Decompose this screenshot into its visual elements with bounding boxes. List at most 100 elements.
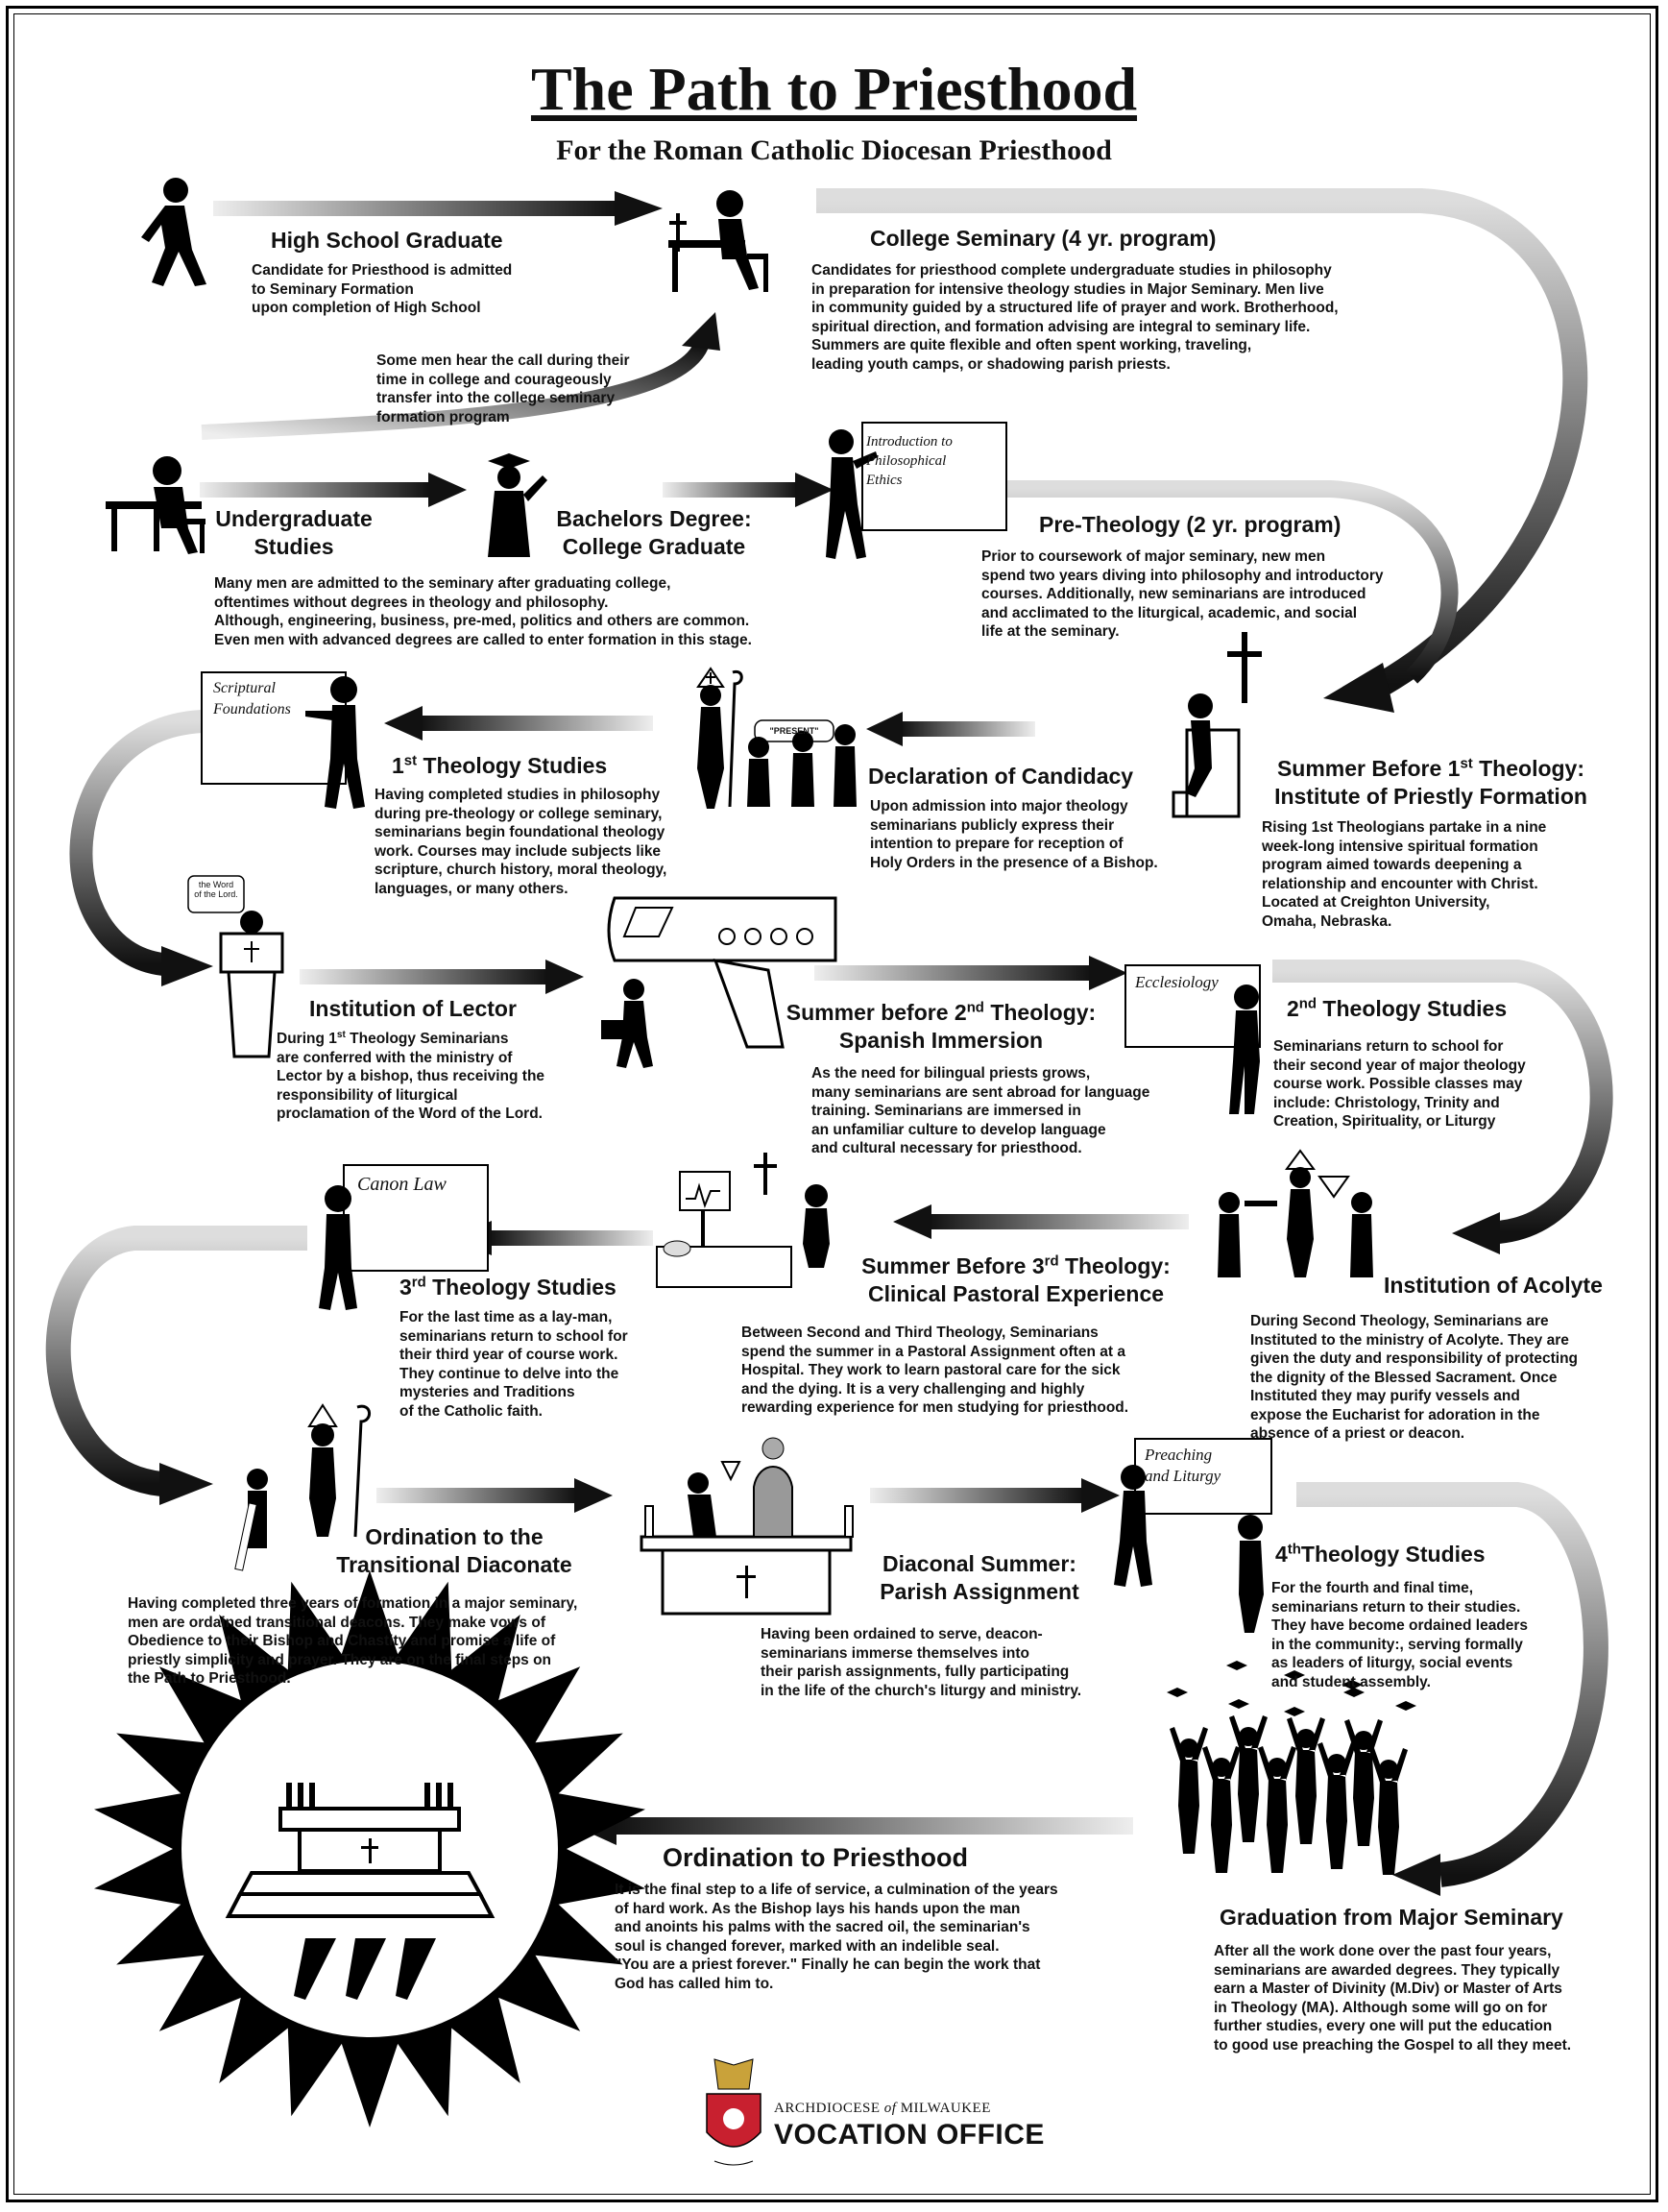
bachelors-heading: Bachelors Degree: College Graduate <box>544 505 764 561</box>
diaconal-summer-text: Having been ordained to serve, deacon- s… <box>761 1626 1082 1699</box>
outer-border <box>6 6 1658 2202</box>
theology3-board <box>319 1164 489 1310</box>
theology3-text: For the last time as a lay-man, seminari… <box>399 1309 628 1420</box>
pretheology-text: Prior to coursework of major seminary, n… <box>981 548 1384 640</box>
candidacy-speech-bubble: "PRESENT" <box>769 726 819 736</box>
graduates-celebrating-icon <box>1167 1661 1416 1875</box>
graduation-text: After all the work done over the past fo… <box>1214 1943 1572 2054</box>
arrow-summer1-to-candidacy <box>866 712 1035 746</box>
curve-theology2-to-acolyte <box>1272 960 1613 1254</box>
logo-archdiocese-line: ARCHDIOCESE of MILWAUKEE <box>774 2101 991 2116</box>
theology2-heading: 2nd Theology Studies <box>1287 995 1508 1021</box>
pretheology-heading: Pre-Theology (2 yr. program) <box>1039 512 1342 537</box>
pretheology-board <box>826 422 1007 559</box>
priesthood-heading: Ordination to Priesthood <box>663 1843 968 1872</box>
graduate-figure-body <box>1317 1742 1356 1869</box>
theology1-heading: 1st Theology Studies <box>392 752 608 778</box>
pretheology-board-text: Introduction to Philosophical Ethics <box>866 434 953 488</box>
theology4-board-text: Preaching and Liturgy <box>1145 1446 1221 1485</box>
theology4-heading: 4thTheology Studies <box>1275 1541 1486 1567</box>
candidacy-heading: Declaration of Candidacy <box>868 764 1134 789</box>
arrow-diaconate-to-summer <box>376 1478 613 1513</box>
graduate-figure-body <box>1202 1746 1241 1873</box>
graduation-cap-icon <box>1284 1707 1305 1716</box>
lector-text: During 1st Theology Seminarians are conf… <box>277 1029 545 1122</box>
arrow-summer-to-theology4 <box>870 1478 1120 1513</box>
hospital-scene-icon <box>656 1153 830 1288</box>
theology1-text: Having completed studies in philosophy d… <box>375 787 667 897</box>
kneeling-at-cross-icon <box>1172 632 1262 818</box>
priesthood-text: It is the final step to a life of servic… <box>615 1882 1058 1992</box>
bachelors-heading-line2: College Graduate <box>562 534 746 559</box>
theology1-board <box>201 671 365 809</box>
bishop-candidates-icon <box>696 667 857 809</box>
theology2-board-text: Ecclesiology <box>1135 973 1219 991</box>
student-at-desk-cross-icon <box>668 190 768 292</box>
graduate-figure-head <box>1354 1731 1373 1750</box>
arrow-graduation-to-priesthood <box>574 1807 1133 1845</box>
page-title: The Path to Priesthood <box>530 55 1138 123</box>
summer1-text: Rising 1st Theologians partake in a nine… <box>1262 819 1547 930</box>
graduate-figure-body <box>1344 1719 1383 1846</box>
curve-pretheology-to-summer1 <box>994 480 1459 684</box>
summer3-heading: Summer Before 3rd Theology: Clinical Pas… <box>861 1252 1171 1306</box>
summer2-text: As the need for bilingual priests grows,… <box>811 1065 1150 1156</box>
theology1-board-text: Scriptural Foundations <box>213 680 291 717</box>
curve-theology4-to-graduation <box>1296 1482 1608 1896</box>
archdiocese-logo-crest <box>706 2058 761 2166</box>
student-at-desk-icon <box>106 456 205 554</box>
graduation-cap-icon <box>1284 1670 1305 1680</box>
arrow-transfer-curve <box>201 312 720 440</box>
college-seminary-text: Candidates for priesthood complete under… <box>811 262 1339 373</box>
acolyte-heading: Institution of Acolyte <box>1384 1273 1603 1298</box>
graduate-figure-body <box>1287 1717 1325 1844</box>
graduate-figure-head <box>1179 1738 1198 1758</box>
diaconate-heading: Ordination to the Transitional Diaconate <box>336 1524 572 1577</box>
diaconal-summer-heading: Diaconal Summer: Parish Assignment <box>880 1551 1079 1604</box>
graduate-figure-head <box>1296 1729 1316 1748</box>
graduation-cap-icon <box>1226 1661 1247 1670</box>
graduate-figure-body <box>1258 1746 1296 1873</box>
candidacy-text: Upon admission into major theology semin… <box>870 798 1158 871</box>
summer1-heading: Summer Before 1st Theology: Institute of… <box>1274 755 1587 809</box>
graduate-figure-head <box>1327 1754 1346 1773</box>
graduate-figure-body <box>1369 1748 1408 1875</box>
arrow-highschool-to-college <box>213 191 663 226</box>
graduation-cap-icon <box>1228 1699 1249 1709</box>
graduate-figure-head <box>1239 1727 1258 1746</box>
lector-heading: Institution of Lector <box>309 996 517 1021</box>
theology2-text: Seminarians return to school for their s… <box>1273 1038 1526 1130</box>
college-seminary-heading: College Seminary (4 yr. program) <box>870 226 1217 251</box>
undergraduate-heading: Undergraduate Studies <box>209 505 378 561</box>
walking-man-icon <box>141 178 206 286</box>
arrow-undergrad-to-bachelors <box>200 473 467 507</box>
curve-theology1-to-lector <box>69 710 213 986</box>
curve-college-to-summer1 <box>816 188 1588 713</box>
arrow-summer2-to-theology2 <box>814 956 1127 990</box>
graduation-heading: Graduation from Major Seminary <box>1220 1905 1563 1930</box>
graduate-figure-body <box>1170 1727 1208 1854</box>
arrow-bachelors-to-pretheology <box>663 473 834 507</box>
bachelors-heading-line1: Bachelors Degree: <box>556 506 752 531</box>
graduate-figure-body <box>1229 1715 1268 1842</box>
theology4-text: For the fourth and final time, seminaria… <box>1271 1580 1529 1690</box>
graduate-figure-head <box>1379 1760 1398 1779</box>
theology3-board-text: Canon Law <box>357 1174 447 1195</box>
inner-border <box>13 13 1651 2195</box>
lector-speech-bubble: the Word of the Lord. <box>194 880 238 899</box>
arrow-candidacy-to-theology1 <box>384 706 653 741</box>
logo-vocation-office: VOCATION OFFICE <box>774 2119 1045 2151</box>
arrow-acolyte-to-summer3 <box>893 1204 1189 1239</box>
graduation-cap-icon <box>1343 1688 1365 1697</box>
diaconate-text: Having completed three years of formatio… <box>128 1595 578 1687</box>
graduate-icon <box>488 453 547 557</box>
summer2-heading: Summer before 2nd Theology: Spanish Imme… <box>786 999 1097 1053</box>
graduate-figure-head <box>1268 1758 1287 1777</box>
undergraduate-heading-line1: Undergraduate <box>215 506 373 531</box>
altar-deacon-icon <box>640 1437 854 1616</box>
undergraduate-text: Many men are admitted to the seminary af… <box>214 575 752 648</box>
theology2-board <box>1124 964 1261 1114</box>
graduation-cap-icon <box>1342 1680 1363 1689</box>
airplane-traveler-icon <box>601 896 837 1068</box>
